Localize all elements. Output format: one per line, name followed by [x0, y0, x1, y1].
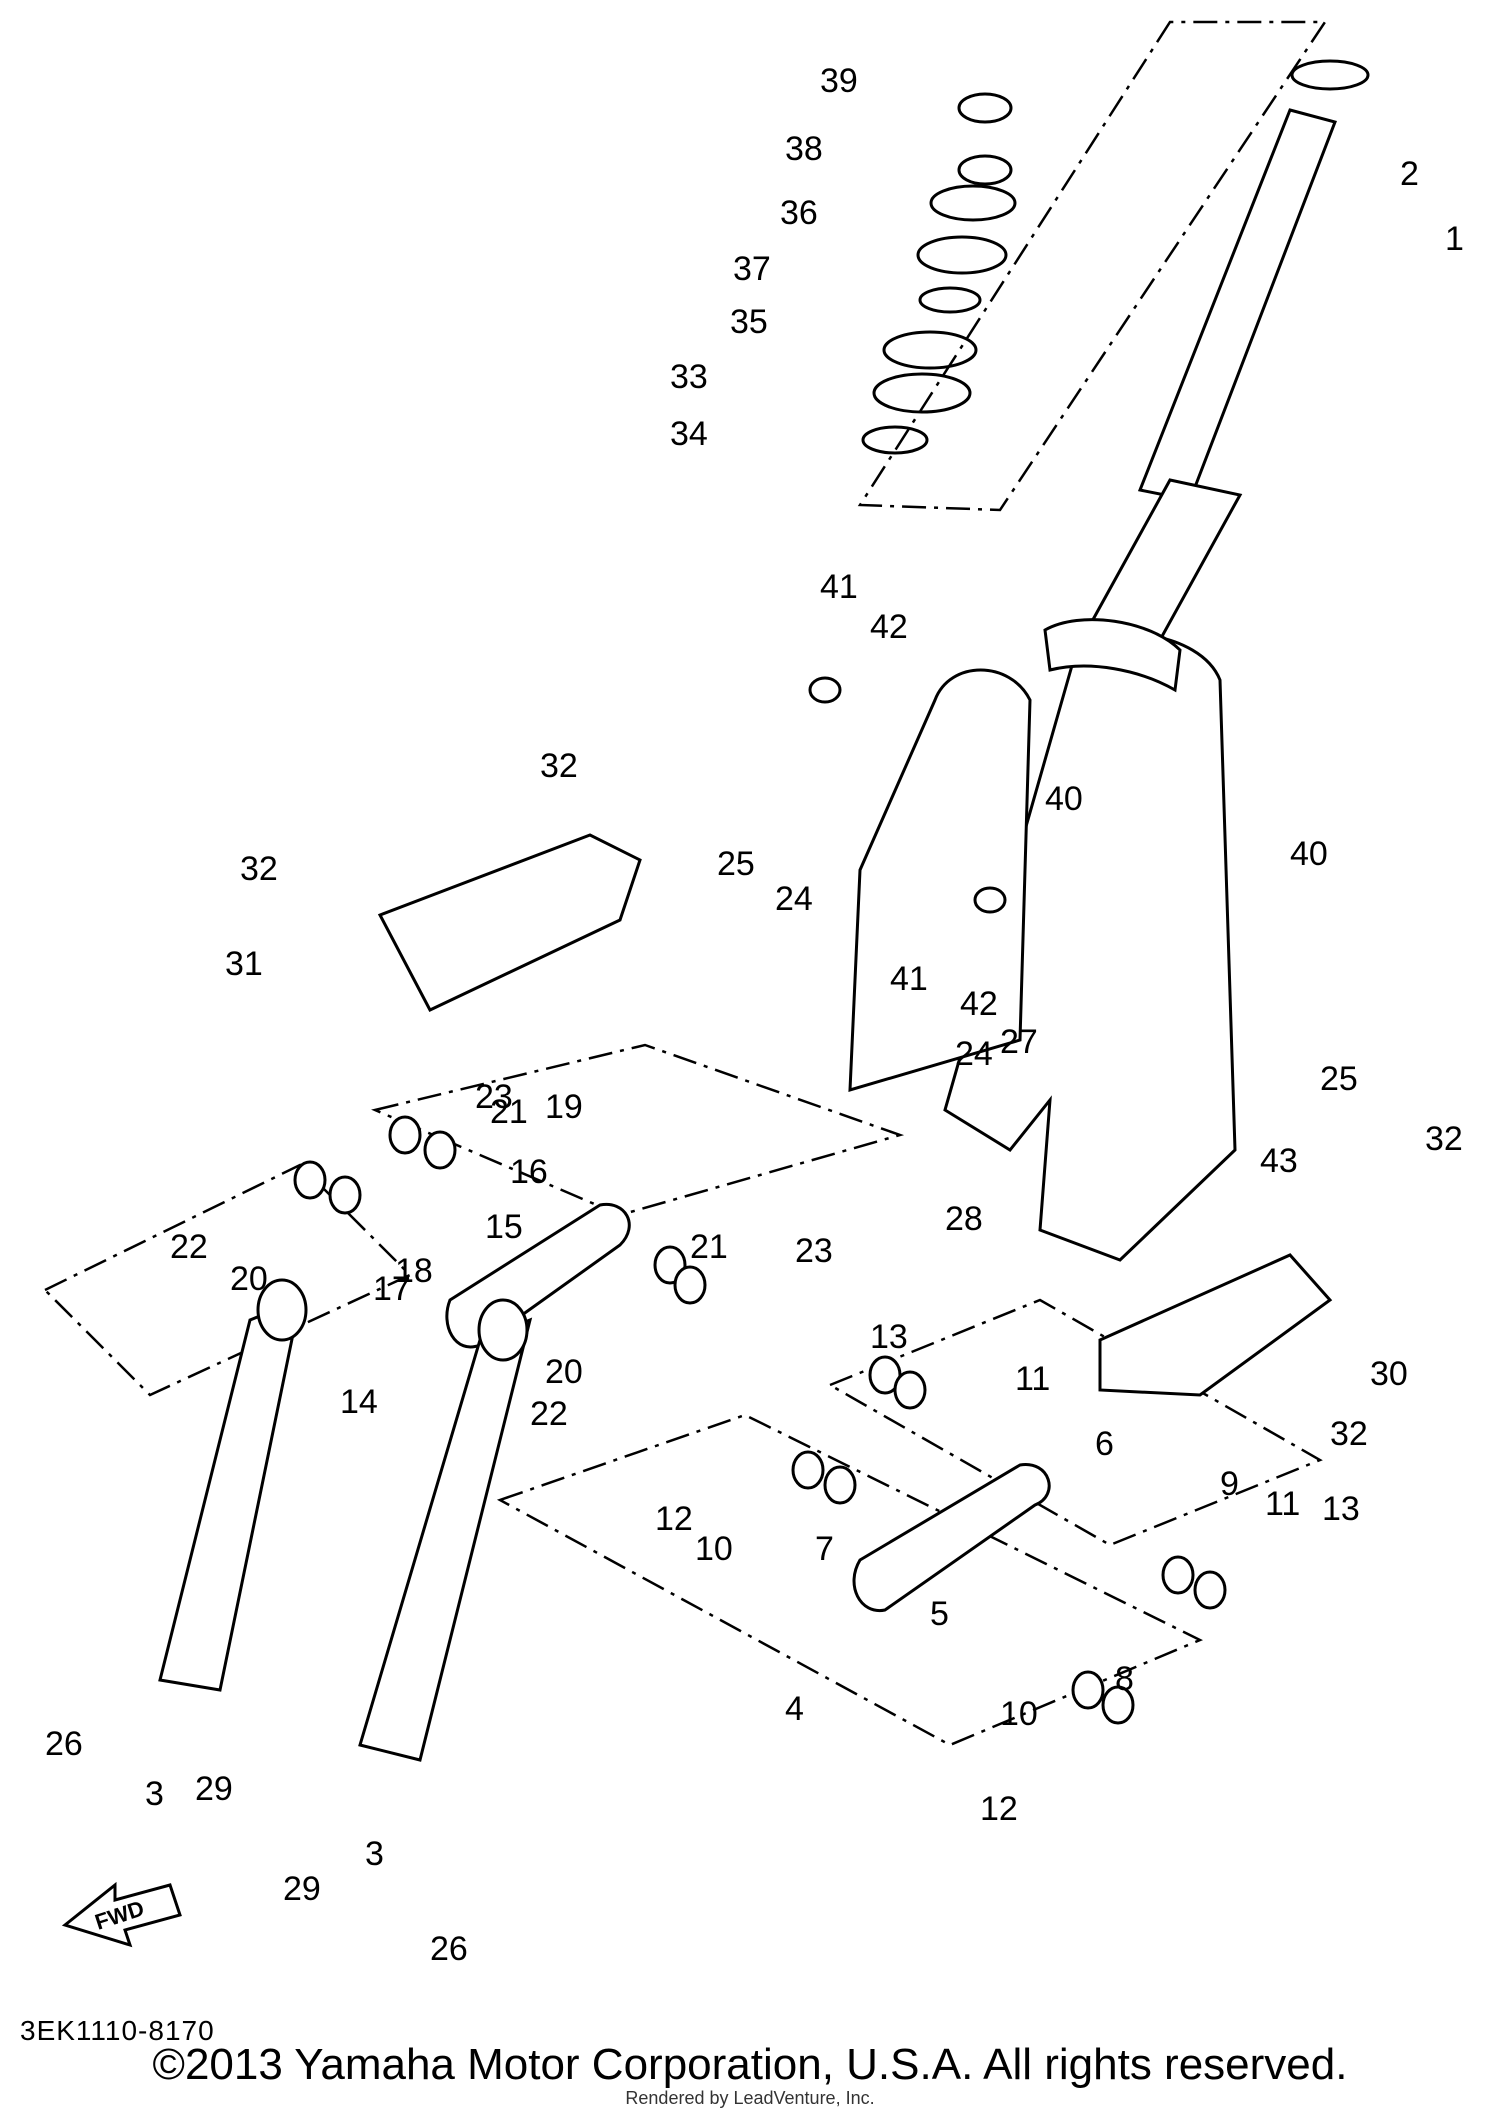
part-label: 32 [1425, 1120, 1463, 1158]
part-label: 38 [785, 130, 823, 168]
part-label: 7 [815, 1530, 834, 1568]
part-label: 8 [1115, 1660, 1134, 1698]
part-label: 12 [655, 1500, 693, 1538]
part-label: 18 [395, 1252, 433, 1290]
part-label: 35 [730, 303, 768, 341]
part-label: 15 [485, 1208, 523, 1246]
part-label: 13 [870, 1318, 908, 1356]
part-label: 32 [1330, 1415, 1368, 1453]
part-label: 3 [145, 1775, 164, 1813]
part-label: 37 [733, 250, 771, 288]
part-label: 26 [430, 1930, 468, 1968]
part-label: 40 [1045, 780, 1083, 818]
part-label: 23 [795, 1232, 833, 1270]
part-label: 20 [545, 1353, 583, 1391]
side-covers [377, 833, 1333, 1397]
part-label: 23 [475, 1078, 513, 1116]
part-label: 6 [1095, 1425, 1114, 1463]
part-label: 4 [785, 1690, 804, 1728]
part-label: 25 [717, 845, 755, 883]
part-label: 24 [775, 880, 813, 918]
part-label: 43 [1260, 1142, 1298, 1180]
part-label: 13 [1322, 1490, 1360, 1528]
part-label: 25 [1320, 1060, 1358, 1098]
part-label: 39 [820, 62, 858, 100]
part-label: 3 [365, 1835, 384, 1873]
part-label: 28 [945, 1200, 983, 1238]
front-fork-frame [848, 618, 1237, 1262]
part-label: 29 [283, 1870, 321, 1908]
part-label: 40 [1290, 835, 1328, 873]
steering-shaft [1087, 108, 1337, 642]
part-label: 31 [225, 945, 263, 983]
drawing-code: 3EK1110-8170 [20, 2015, 215, 2046]
part-label: 2 [1400, 155, 1419, 193]
hardware-parts [293, 676, 1227, 1725]
part-label: 32 [240, 850, 278, 888]
part-label: 5 [930, 1595, 949, 1633]
part-label: 26 [45, 1725, 83, 1763]
shock-absorbers [158, 1278, 533, 1762]
rendered-by-credit: Rendered by LeadVenture, Inc. [625, 2088, 875, 2108]
part-label: 22 [530, 1395, 568, 1433]
part-label: 10 [695, 1530, 733, 1568]
part-label: 29 [195, 1770, 233, 1808]
bearing-stack [861, 59, 1370, 455]
part-label: 12 [980, 1790, 1018, 1828]
part-label: 33 [670, 358, 708, 396]
part-label: 21 [490, 1093, 528, 1131]
part-label: 34 [670, 415, 708, 453]
part-label: 30 [1370, 1355, 1408, 1393]
part-label: 11 [1015, 1360, 1050, 1398]
part-label: 21 [690, 1228, 728, 1266]
part-label: 42 [960, 985, 998, 1023]
part-label: 20 [230, 1260, 268, 1298]
part-label: 16 [510, 1153, 548, 1191]
copyright-notice: ©2013 Yamaha Motor Corporation, U.S.A. A… [152, 2040, 1348, 2089]
part-label: 41 [820, 568, 858, 606]
part-label: 11 [1265, 1485, 1300, 1523]
part-label: 19 [545, 1088, 583, 1126]
part-label: 9 [1220, 1465, 1239, 1503]
part-label: 10 [1000, 1695, 1038, 1733]
part-label: 32 [540, 747, 578, 785]
part-number-labels: 1233456789101011111212131314151617181920… [45, 62, 1464, 1968]
part-label: 24 [955, 1035, 993, 1073]
fwd-arrow: FWD [61, 1881, 182, 1948]
part-label: 14 [340, 1383, 378, 1421]
part-label: 27 [1000, 1023, 1038, 1061]
part-label: 22 [170, 1228, 208, 1266]
part-label: 17 [373, 1270, 411, 1308]
part-label: 42 [870, 608, 908, 646]
part-label: 1 [1445, 220, 1464, 258]
part-label: 41 [890, 960, 928, 998]
part-label: 36 [780, 194, 818, 232]
